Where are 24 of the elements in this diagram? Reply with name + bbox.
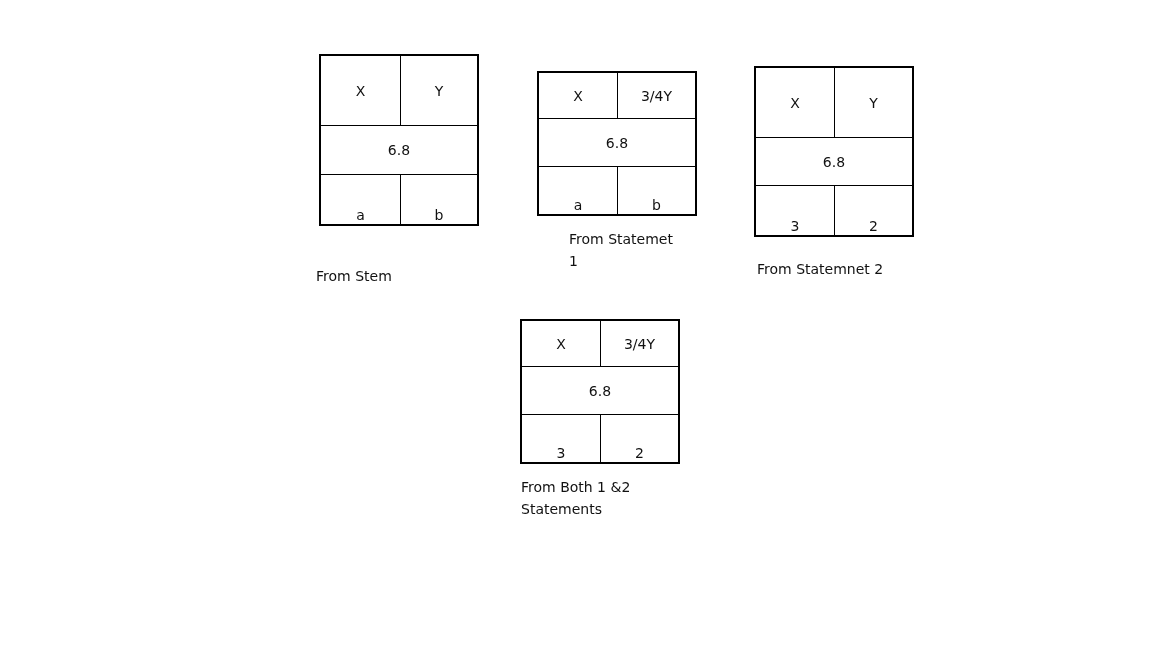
table-cell-text: b (651, 196, 662, 214)
table-cell: a (539, 167, 618, 214)
table-cell: 3 (522, 415, 601, 462)
table-cell: a (321, 175, 401, 224)
table-cell: 3 (756, 186, 835, 235)
table-cell: 6.8 (522, 367, 678, 415)
table-cell-text: b (433, 206, 445, 224)
caption: From Statemet 1 (569, 230, 674, 271)
table-cell-text: 2 (868, 217, 879, 235)
table-cell: 6.8 (321, 126, 477, 175)
table-cell: Y (401, 56, 477, 126)
table-cell: X (522, 321, 601, 367)
table-cell: 6.8 (539, 119, 695, 167)
table-cell: X (539, 73, 618, 119)
table-cell: X (756, 68, 835, 138)
caption: From Stem (316, 267, 393, 286)
table-cell: 3/4Y (601, 321, 678, 367)
caption: From Both 1 &2 Statements (521, 478, 632, 519)
caption: From Statemnet 2 (757, 260, 885, 279)
table-cell: 3/4Y (618, 73, 695, 119)
table-cell: Y (835, 68, 912, 138)
table-cell-text: 2 (634, 444, 645, 462)
table-cell: X (321, 56, 401, 126)
table-cell: 6.8 (756, 138, 912, 186)
